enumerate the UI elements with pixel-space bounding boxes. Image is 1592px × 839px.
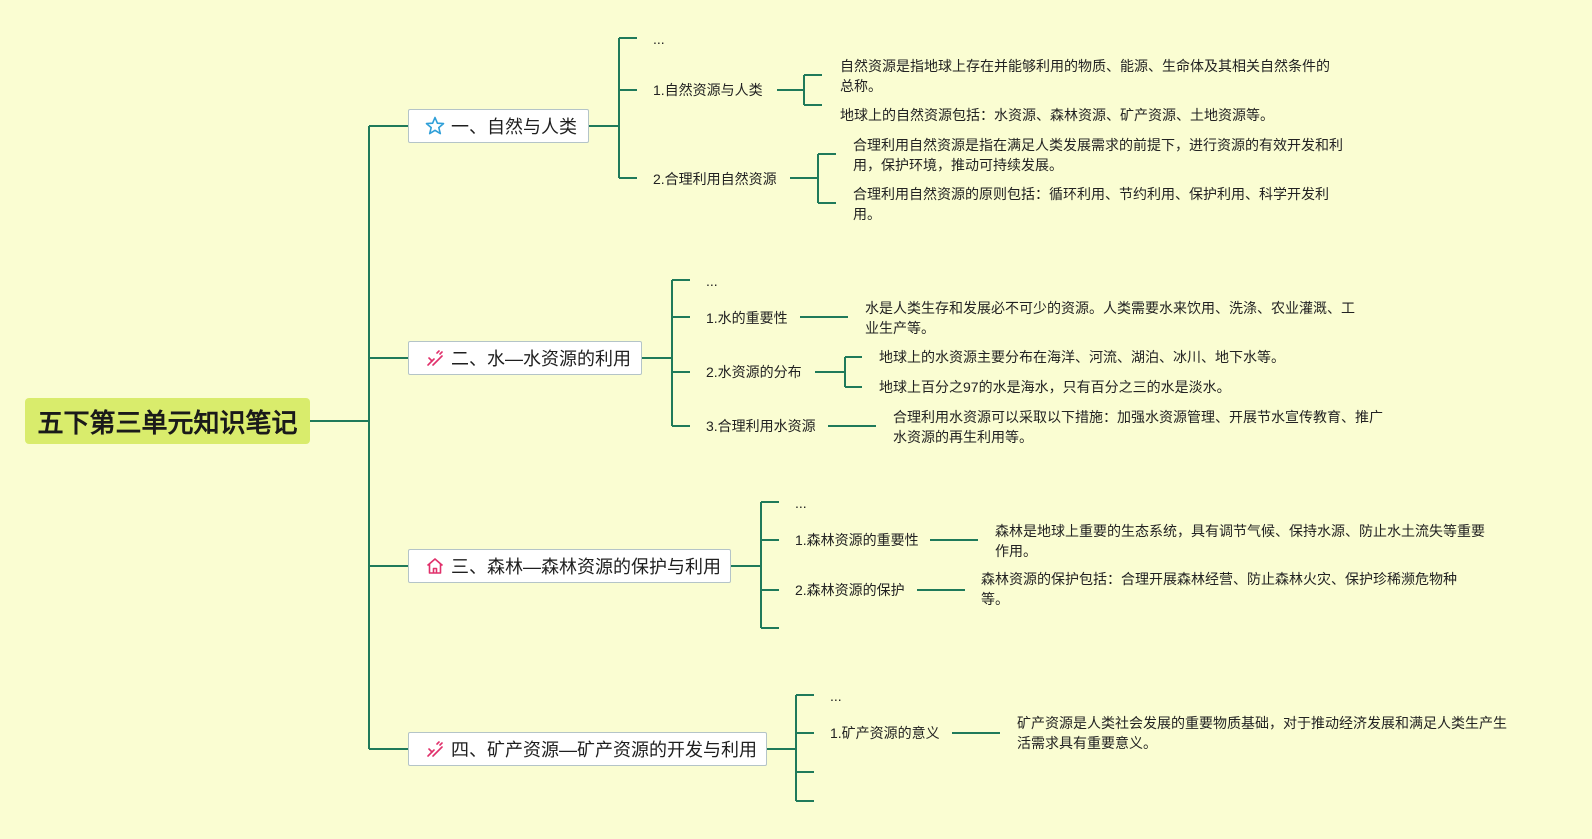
leaf-note[interactable]: 地球上百分之97的水是海水，只有百分之三的水是淡水。 [879,379,1231,395]
topic-forest-resources[interactable]: 三、森林—森林资源的保护与利用 [408,549,731,583]
subtopic-importance-of-water[interactable]: 1.水的重要性 [706,310,788,326]
root-title: 五下第三单元知识笔记 [37,407,298,438]
subtopic-natural-resources-and-human[interactable]: 1.自然资源与人类 [653,82,763,98]
subtopic-importance-of-forest[interactable]: 1.森林资源的重要性 [795,532,919,548]
tools-icon [425,739,445,759]
ellipsis-node[interactable]: ... [830,688,842,704]
ellipsis-node[interactable]: ... [706,273,718,289]
root-topic[interactable]: 五下第三单元知识笔记 [25,398,310,444]
topic-natural-and-human[interactable]: 一、自然与人类 [408,109,589,143]
leaf-note[interactable]: 水是人类生存和发展必不可少的资源。人类需要水来饮用、洗涤、农业灌溉、工业生产等。 [865,300,1355,336]
subtopic-water-distribution[interactable]: 2.水资源的分布 [706,364,802,380]
subtopic-rational-water-use[interactable]: 3.合理利用水资源 [706,418,816,434]
subtopic-rational-use[interactable]: 2.合理利用自然资源 [653,171,777,187]
subtopic-mineral-significance[interactable]: 1.矿产资源的意义 [830,725,940,741]
topic-label: 二、水—水资源的利用 [451,349,631,369]
topic-water-resources[interactable]: 二、水—水资源的利用 [408,341,642,375]
ellipsis-node[interactable]: ... [795,495,807,511]
ellipsis-node[interactable]: ... [653,31,665,47]
tools-icon [425,348,445,368]
topic-mineral-resources[interactable]: 四、矿产资源—矿产资源的开发与利用 [408,732,767,766]
leaf-note[interactable]: 合理利用水资源可以采取以下措施：加强水资源管理、开展节水宣传教育、推广水资源的再… [893,409,1383,445]
leaf-note[interactable]: 矿产资源是人类社会发展的重要物质基础，对于推动经济发展和满足人类生产生活需求具有… [1017,715,1507,751]
leaf-note[interactable]: 合理利用自然资源的原则包括：循环利用、节约利用、保护利用、科学开发利用。 [853,186,1329,222]
leaf-note[interactable]: 地球上的水资源主要分布在海洋、河流、湖泊、冰川、地下水等。 [879,349,1285,365]
leaf-note[interactable]: 自然资源是指地球上存在并能够利用的物质、能源、生命体及其相关自然条件的总称。 [840,58,1330,94]
topic-label: 三、森林—森林资源的保护与利用 [451,557,721,577]
subtopic-forest-protection[interactable]: 2.森林资源的保护 [795,582,905,598]
topic-label: 四、矿产资源—矿产资源的开发与利用 [451,740,757,760]
leaf-note[interactable]: 合理利用自然资源是指在满足人类发展需求的前提下，进行资源的有效开发和利用，保护环… [853,137,1343,173]
leaf-note[interactable]: 地球上的自然资源包括：水资源、森林资源、矿产资源、土地资源等。 [840,107,1274,123]
house-icon [425,556,445,576]
leaf-note[interactable]: 森林资源的保护包括：合理开展森林经营、防止森林火灾、保护珍稀濒危物种等。 [981,571,1457,607]
topic-label: 一、自然与人类 [451,117,577,137]
leaf-note[interactable]: 森林是地球上重要的生态系统，具有调节气候、保持水源、防止水土流失等重要作用。 [995,523,1485,559]
star-icon [425,116,445,136]
